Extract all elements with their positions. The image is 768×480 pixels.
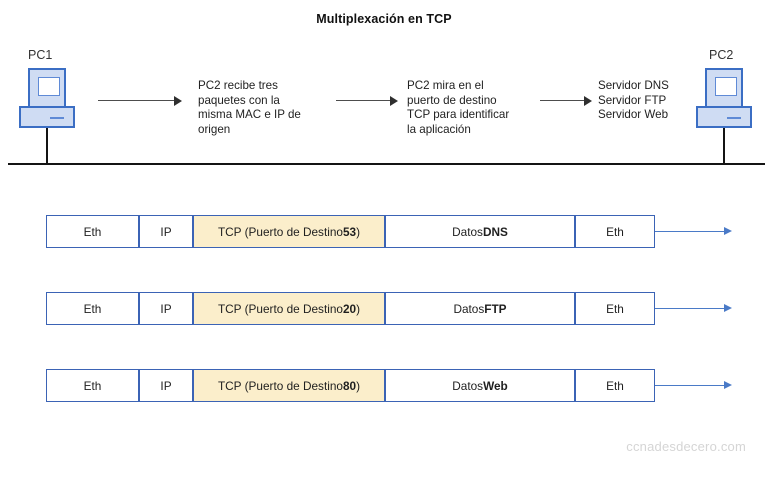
step-1-line-2: paquetes con la — [198, 93, 280, 107]
packet-ftp-tcp-port: 20 — [342, 301, 357, 316]
packet-web-tcp-port: 80 — [342, 378, 357, 393]
flow-arrow-3 — [540, 96, 592, 106]
packet-web-ip-cell: IP — [139, 369, 193, 402]
pc2-computer-icon — [696, 68, 752, 130]
page-title: Multiplexación en TCP — [316, 12, 452, 26]
step-2-line-3: TCP para identificar — [407, 108, 510, 122]
packet-dns-tcp-cell: TCP (Puerto de Destino 53) — [193, 215, 385, 248]
packet-dns-ip-cell: IP — [139, 215, 193, 248]
step-1-line-1: PC2 recibe tres — [198, 79, 278, 92]
packet-dns-tcp-port: 53 — [342, 224, 357, 239]
site-watermark: ccnadesdecero.com — [626, 439, 746, 454]
pc2-label: PC2 — [709, 48, 734, 62]
pc1-computer-icon — [19, 68, 75, 130]
packet-dns-out-arrow — [655, 227, 732, 236]
packet-ftp-tcp-suffix: ) — [356, 301, 361, 316]
pc1-base-shape — [19, 106, 75, 128]
packet-web-eth-right-cell: Eth — [575, 369, 655, 402]
packet-web-data-prefix: Datos — [452, 378, 484, 393]
packet-ftp-ip-cell: IP — [139, 292, 193, 325]
packet-ftp-tcp-prefix: TCP (Puerto de Destino — [217, 301, 343, 316]
pc1-monitor-shape — [28, 68, 66, 108]
pc1-slot-shape — [50, 117, 64, 119]
step-3-line-1: Servidor DNS — [598, 79, 669, 92]
packet-row-dns: Eth IP TCP (Puerto de Destino 53) Datos … — [46, 215, 655, 248]
packet-dns-data-cell: Datos DNS — [385, 215, 575, 248]
packet-ftp-data-prefix: Datos — [453, 301, 485, 316]
flow-arrow-2 — [336, 96, 398, 106]
packet-dns-eth-right-cell: Eth — [575, 215, 655, 248]
step-1-line-3: misma MAC e IP de — [198, 108, 301, 122]
pc1-screen-shape — [38, 77, 60, 96]
packet-ftp-out-arrow — [655, 304, 732, 313]
packet-web-tcp-prefix: TCP (Puerto de Destino — [217, 378, 343, 393]
packet-dns-data-prefix: Datos — [452, 224, 483, 239]
step-2-line-4: la aplicación — [407, 122, 471, 136]
step-1-note: PC2 recibe tres paquetes con la misma MA… — [198, 79, 322, 137]
packet-dns-tcp-prefix: TCP (Puerto de Destino — [217, 224, 343, 239]
step-1-line-4: origen — [198, 122, 231, 136]
packet-dns-eth-left-cell: Eth — [46, 215, 139, 248]
pc2-base-shape — [696, 106, 752, 128]
packet-web-tcp-suffix: ) — [356, 378, 361, 393]
pc1-label: PC1 — [28, 48, 53, 62]
packet-ftp-eth-right-cell: Eth — [575, 292, 655, 325]
packet-web-data-cell: Datos Web — [385, 369, 575, 402]
flow-arrow-1 — [98, 96, 182, 106]
packet-row-ftp: Eth IP TCP (Puerto de Destino 20) Datos … — [46, 292, 655, 325]
step-3-line-2: Servidor FTP — [598, 93, 667, 107]
packet-web-tcp-cell: TCP (Puerto de Destino 80) — [193, 369, 385, 402]
step-3-note: Servidor DNS Servidor FTP Servidor Web — [598, 79, 708, 123]
packet-ftp-eth-left-cell: Eth — [46, 292, 139, 325]
step-2-note: PC2 mira en el puerto de destino TCP par… — [407, 79, 533, 137]
pc2-screen-shape — [715, 77, 737, 96]
packet-ftp-data-cell: Datos FTP — [385, 292, 575, 325]
step-2-line-2: puerto de destino — [407, 93, 497, 107]
pc1-drop-line — [46, 128, 48, 164]
packet-web-eth-left-cell: Eth — [46, 369, 139, 402]
packet-ftp-tcp-cell: TCP (Puerto de Destino 20) — [193, 292, 385, 325]
packet-ftp-data-protocol: FTP — [484, 301, 507, 316]
packet-web-out-arrow — [655, 381, 732, 390]
pc2-slot-shape — [727, 117, 741, 119]
pc2-drop-line — [723, 128, 725, 164]
packet-row-web: Eth IP TCP (Puerto de Destino 80) Datos … — [46, 369, 655, 402]
step-2-line-1: PC2 mira en el — [407, 79, 484, 92]
pc2-monitor-shape — [705, 68, 743, 108]
packet-dns-tcp-suffix: ) — [356, 224, 361, 239]
packet-dns-data-protocol: DNS — [482, 224, 508, 239]
network-bus-line — [8, 163, 765, 165]
packet-web-data-protocol: Web — [483, 378, 508, 393]
step-3-line-3: Servidor Web — [598, 108, 669, 122]
